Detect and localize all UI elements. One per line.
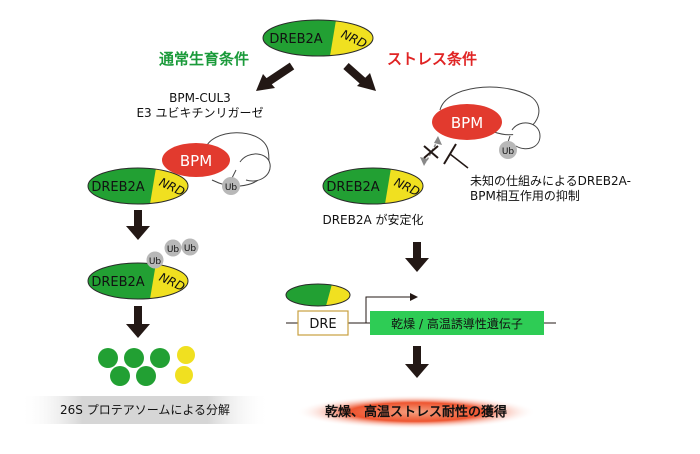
right-bpm-protein: BPM: [432, 104, 502, 140]
inhibition-text-line2: BPM相互作用の抑制: [470, 188, 580, 203]
tolerance-outcome: 乾燥、高温ストレス耐性の獲得: [296, 395, 536, 429]
inhibition-text-line1: 未知の仕組みによるDREB2A-: [470, 174, 631, 188]
ub-tag-2: [164, 239, 182, 257]
left-bpm-label: BPM: [180, 152, 212, 170]
ub-tag-2-label: Ub: [167, 245, 180, 255]
e3-ligase-label: E3 ユビキチンリガーゼ: [136, 106, 263, 120]
stabilized-label: DREB2A が安定化: [322, 212, 423, 227]
left-ub-tag: Ub: [222, 177, 240, 195]
left-arrow-2: [126, 306, 150, 338]
left-bpm-protein: BPM: [162, 143, 230, 177]
ub-tag-3: [181, 238, 199, 256]
ub-tag-1-label: Ub: [149, 257, 162, 267]
left-ubiquitinated-dreb2a: DREB2A NRD: [87, 262, 189, 300]
degradation-outcome: 26S プロテアソームによる分解: [20, 396, 270, 424]
dre-label: DRE: [309, 317, 336, 332]
right-ub-label: Ub: [502, 147, 515, 157]
left-ub-label: Ub: [225, 183, 238, 193]
top-dreb2a-label: DREB2A: [269, 32, 322, 47]
left-cul3-complex: [204, 132, 271, 187]
degraded-fragments: [98, 346, 195, 386]
right-arrow-1: [405, 242, 429, 272]
stable-dreb2a-label: DREB2A: [326, 180, 379, 195]
arrow-to-stress-path: [343, 63, 376, 91]
top-dreb2a-protein: DREB2A NRD: [262, 19, 374, 57]
left-arrow-1: [126, 210, 150, 240]
degradation-label: 26S プロテアソームによる分解: [60, 403, 230, 417]
bpm-cul3-label: BPM-CUL3: [169, 91, 231, 105]
poly-ub-chain: Ub Ub Ub: [146, 238, 199, 269]
bound-dreb2a-mini: [285, 283, 351, 307]
normal-condition-label: 通常生育条件: [159, 50, 249, 68]
left-complex-dreb2a-label: DREB2A: [91, 180, 144, 195]
dre-box: [297, 310, 349, 336]
right-bpm-label: BPM: [451, 114, 483, 132]
transcription-start-arrow: [410, 293, 418, 301]
ub-tag-3-label: Ub: [184, 244, 197, 254]
gene-promoter-diagram: DRE 乾燥 / 高温誘導性遺伝子: [285, 283, 556, 336]
stress-condition-label: ストレス条件: [387, 50, 477, 68]
right-arrow-2: [405, 346, 429, 378]
interaction-inhibition-symbol: [420, 136, 469, 169]
gene-label: 乾燥 / 高温誘導性遺伝子: [391, 316, 523, 331]
stable-dreb2a-protein: DREB2A NRD: [322, 167, 424, 205]
tolerance-label: 乾燥、高温ストレス耐性の獲得: [325, 404, 507, 420]
gene-box: [370, 311, 544, 335]
ubq-dreb2a-label: DREB2A: [91, 275, 144, 290]
ub-tag-1: [146, 251, 164, 269]
right-ub-tag: Ub: [499, 141, 517, 159]
arrow-to-normal-path: [256, 62, 295, 91]
left-dreb2a-complex-protein: DREB2A NRD: [87, 167, 189, 205]
